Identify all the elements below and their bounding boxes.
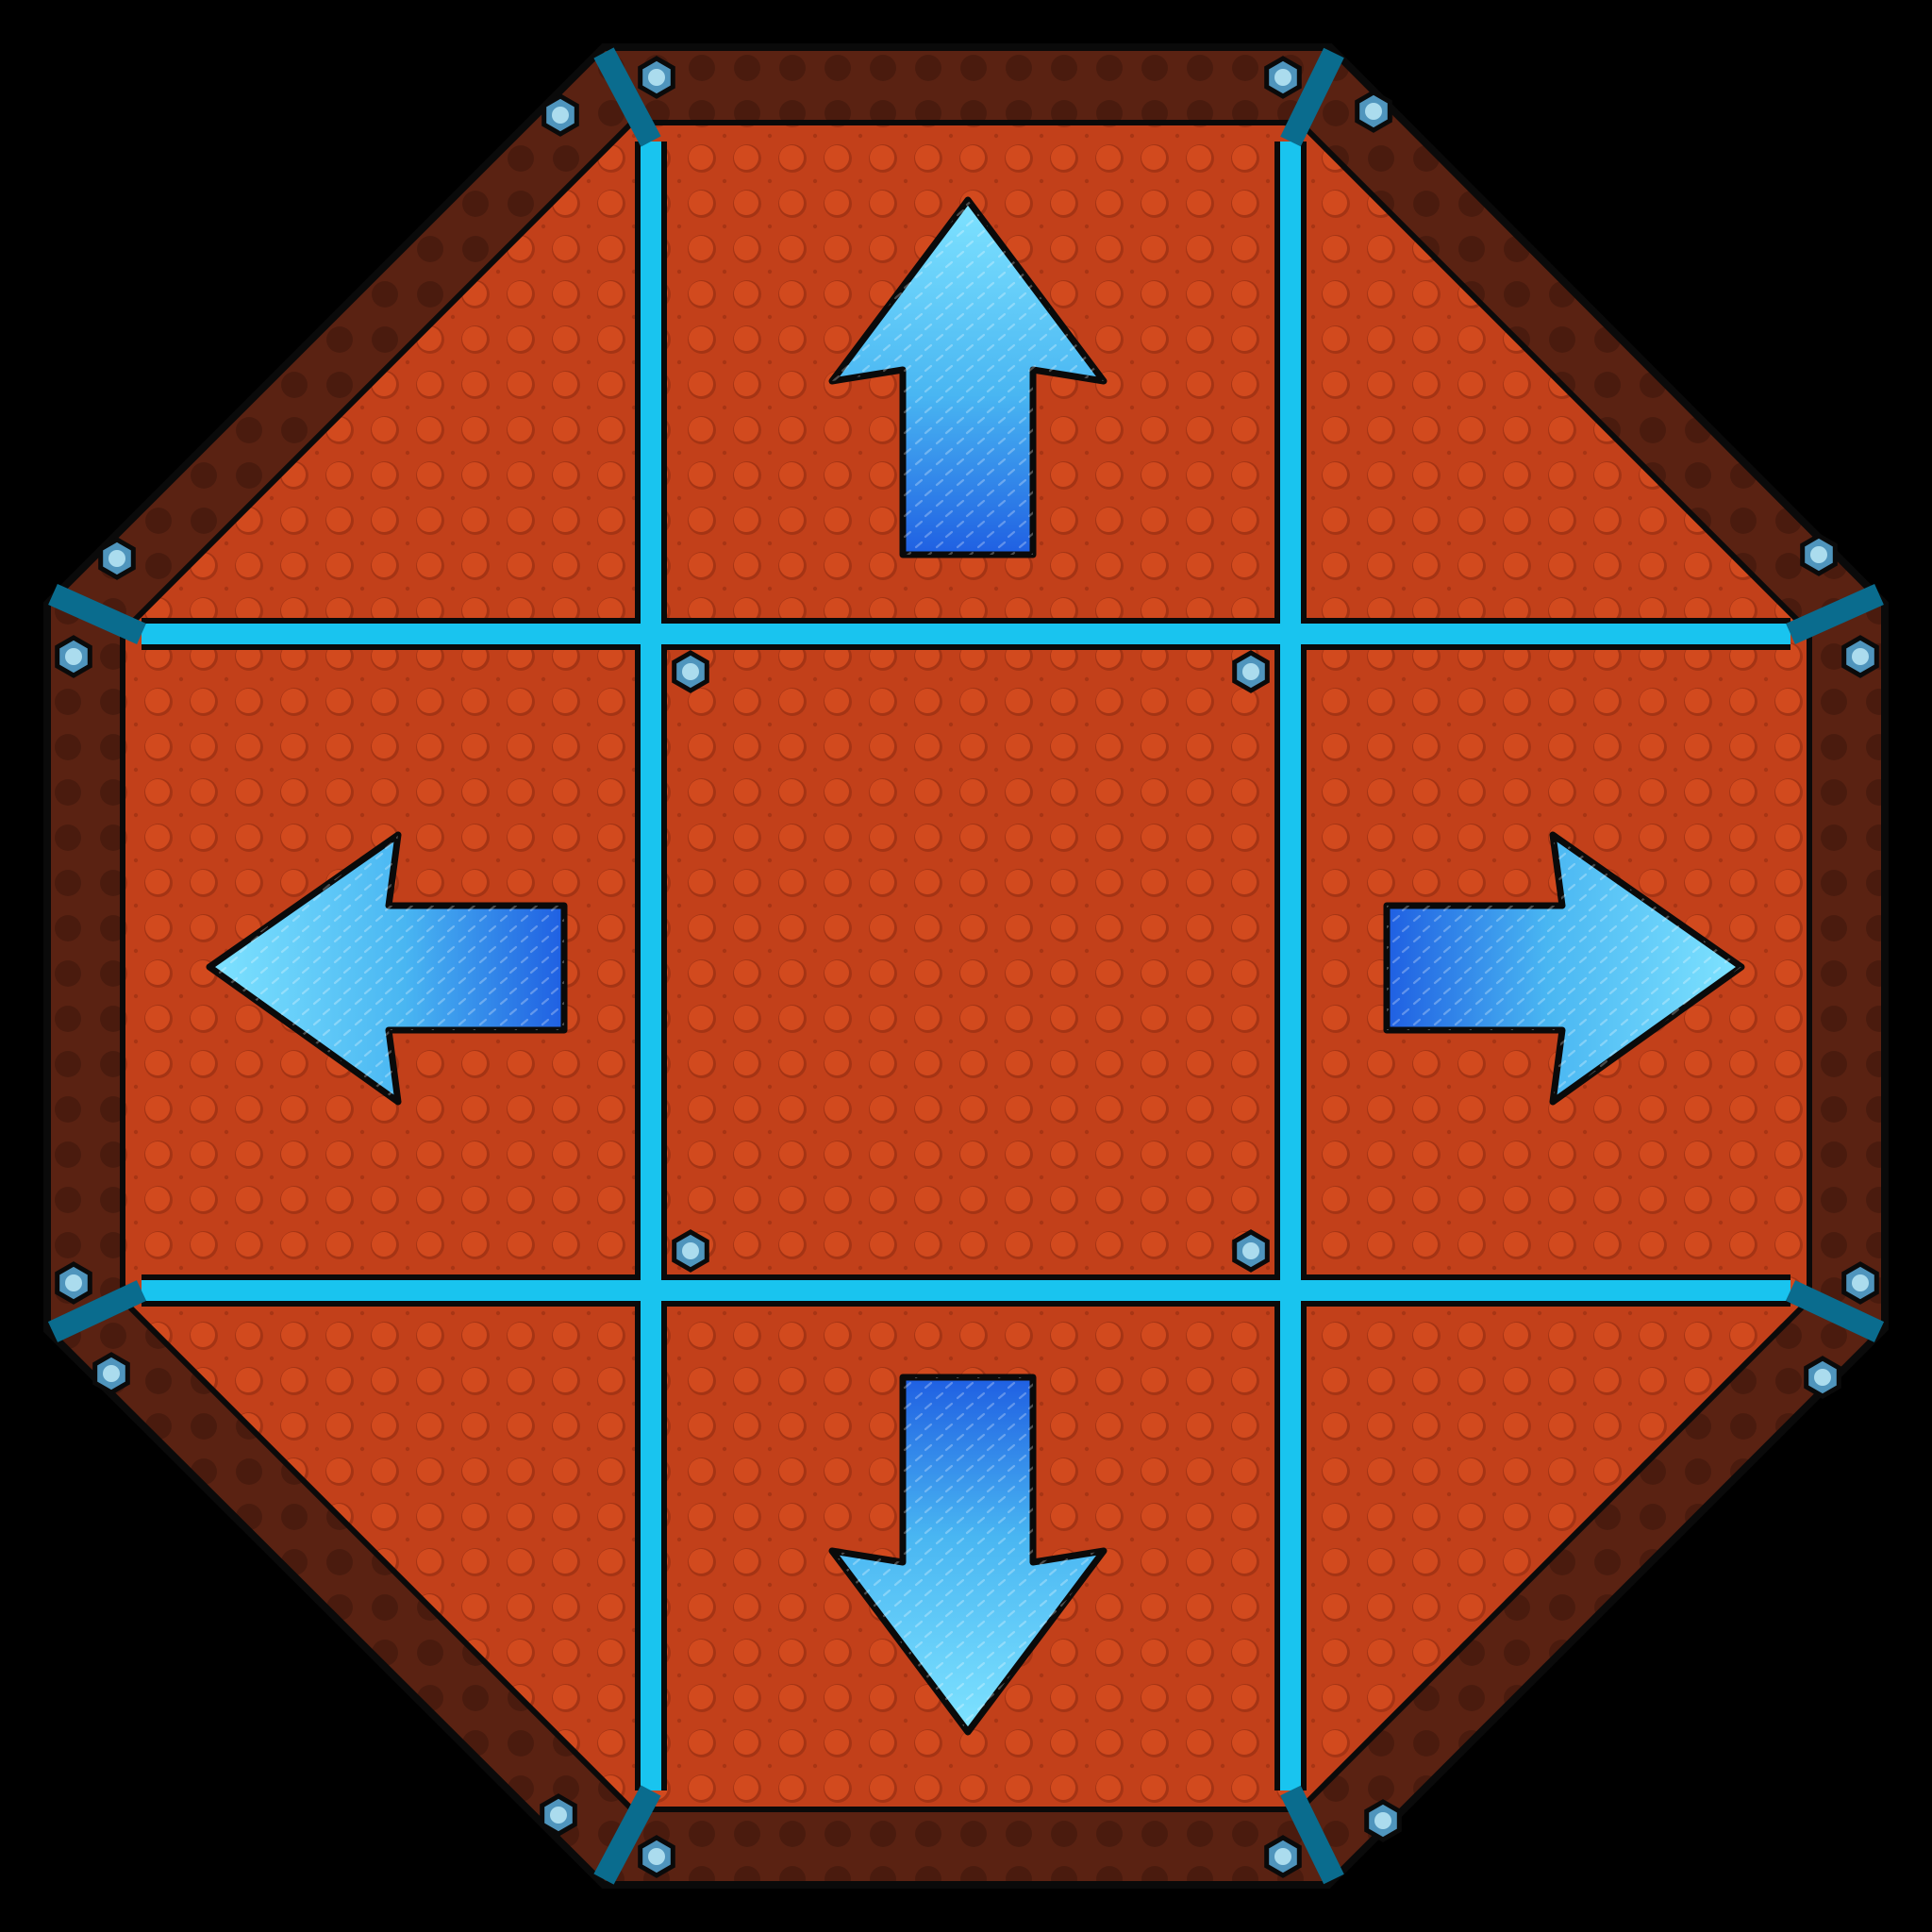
grid-dividers bbox=[47, 47, 1885, 1885]
arrow-left-icon[interactable] bbox=[206, 831, 568, 1106]
arrow-down-icon[interactable] bbox=[828, 1374, 1108, 1736]
bolt-icon bbox=[55, 635, 92, 678]
bolt-icon bbox=[540, 1793, 577, 1837]
panel-center[interactable] bbox=[670, 653, 1272, 1272]
bolt-icon bbox=[1364, 1799, 1402, 1842]
bolt-icon bbox=[1841, 1261, 1879, 1305]
bolt-icon bbox=[541, 93, 579, 137]
panel-bottom-right[interactable] bbox=[1309, 1309, 1790, 1790]
bolt-icon bbox=[92, 1352, 130, 1395]
bolt-icon bbox=[672, 1229, 709, 1273]
bolt-icon bbox=[1264, 1835, 1302, 1878]
bolt-icon bbox=[1841, 635, 1879, 678]
bolt-icon bbox=[672, 650, 709, 693]
panel-top-right[interactable] bbox=[1309, 142, 1790, 615]
arrow-right-icon[interactable] bbox=[1383, 831, 1745, 1106]
bolt-icon bbox=[1264, 56, 1302, 99]
bolt-icon bbox=[55, 1261, 92, 1305]
arrow-up-icon[interactable] bbox=[828, 196, 1108, 558]
bolt-icon bbox=[1232, 1229, 1270, 1273]
bolt-icon bbox=[1800, 533, 1838, 576]
bolts bbox=[55, 56, 1879, 1878]
bolt-icon bbox=[638, 56, 675, 99]
bolt-icon bbox=[1804, 1356, 1841, 1399]
bolt-icon bbox=[638, 1835, 675, 1878]
bolt-icon bbox=[98, 537, 136, 580]
panel-bottom-left[interactable] bbox=[142, 1309, 632, 1790]
bolt-icon bbox=[1232, 650, 1270, 693]
bolt-icon bbox=[1355, 90, 1392, 133]
panel-top-left[interactable] bbox=[142, 142, 632, 615]
